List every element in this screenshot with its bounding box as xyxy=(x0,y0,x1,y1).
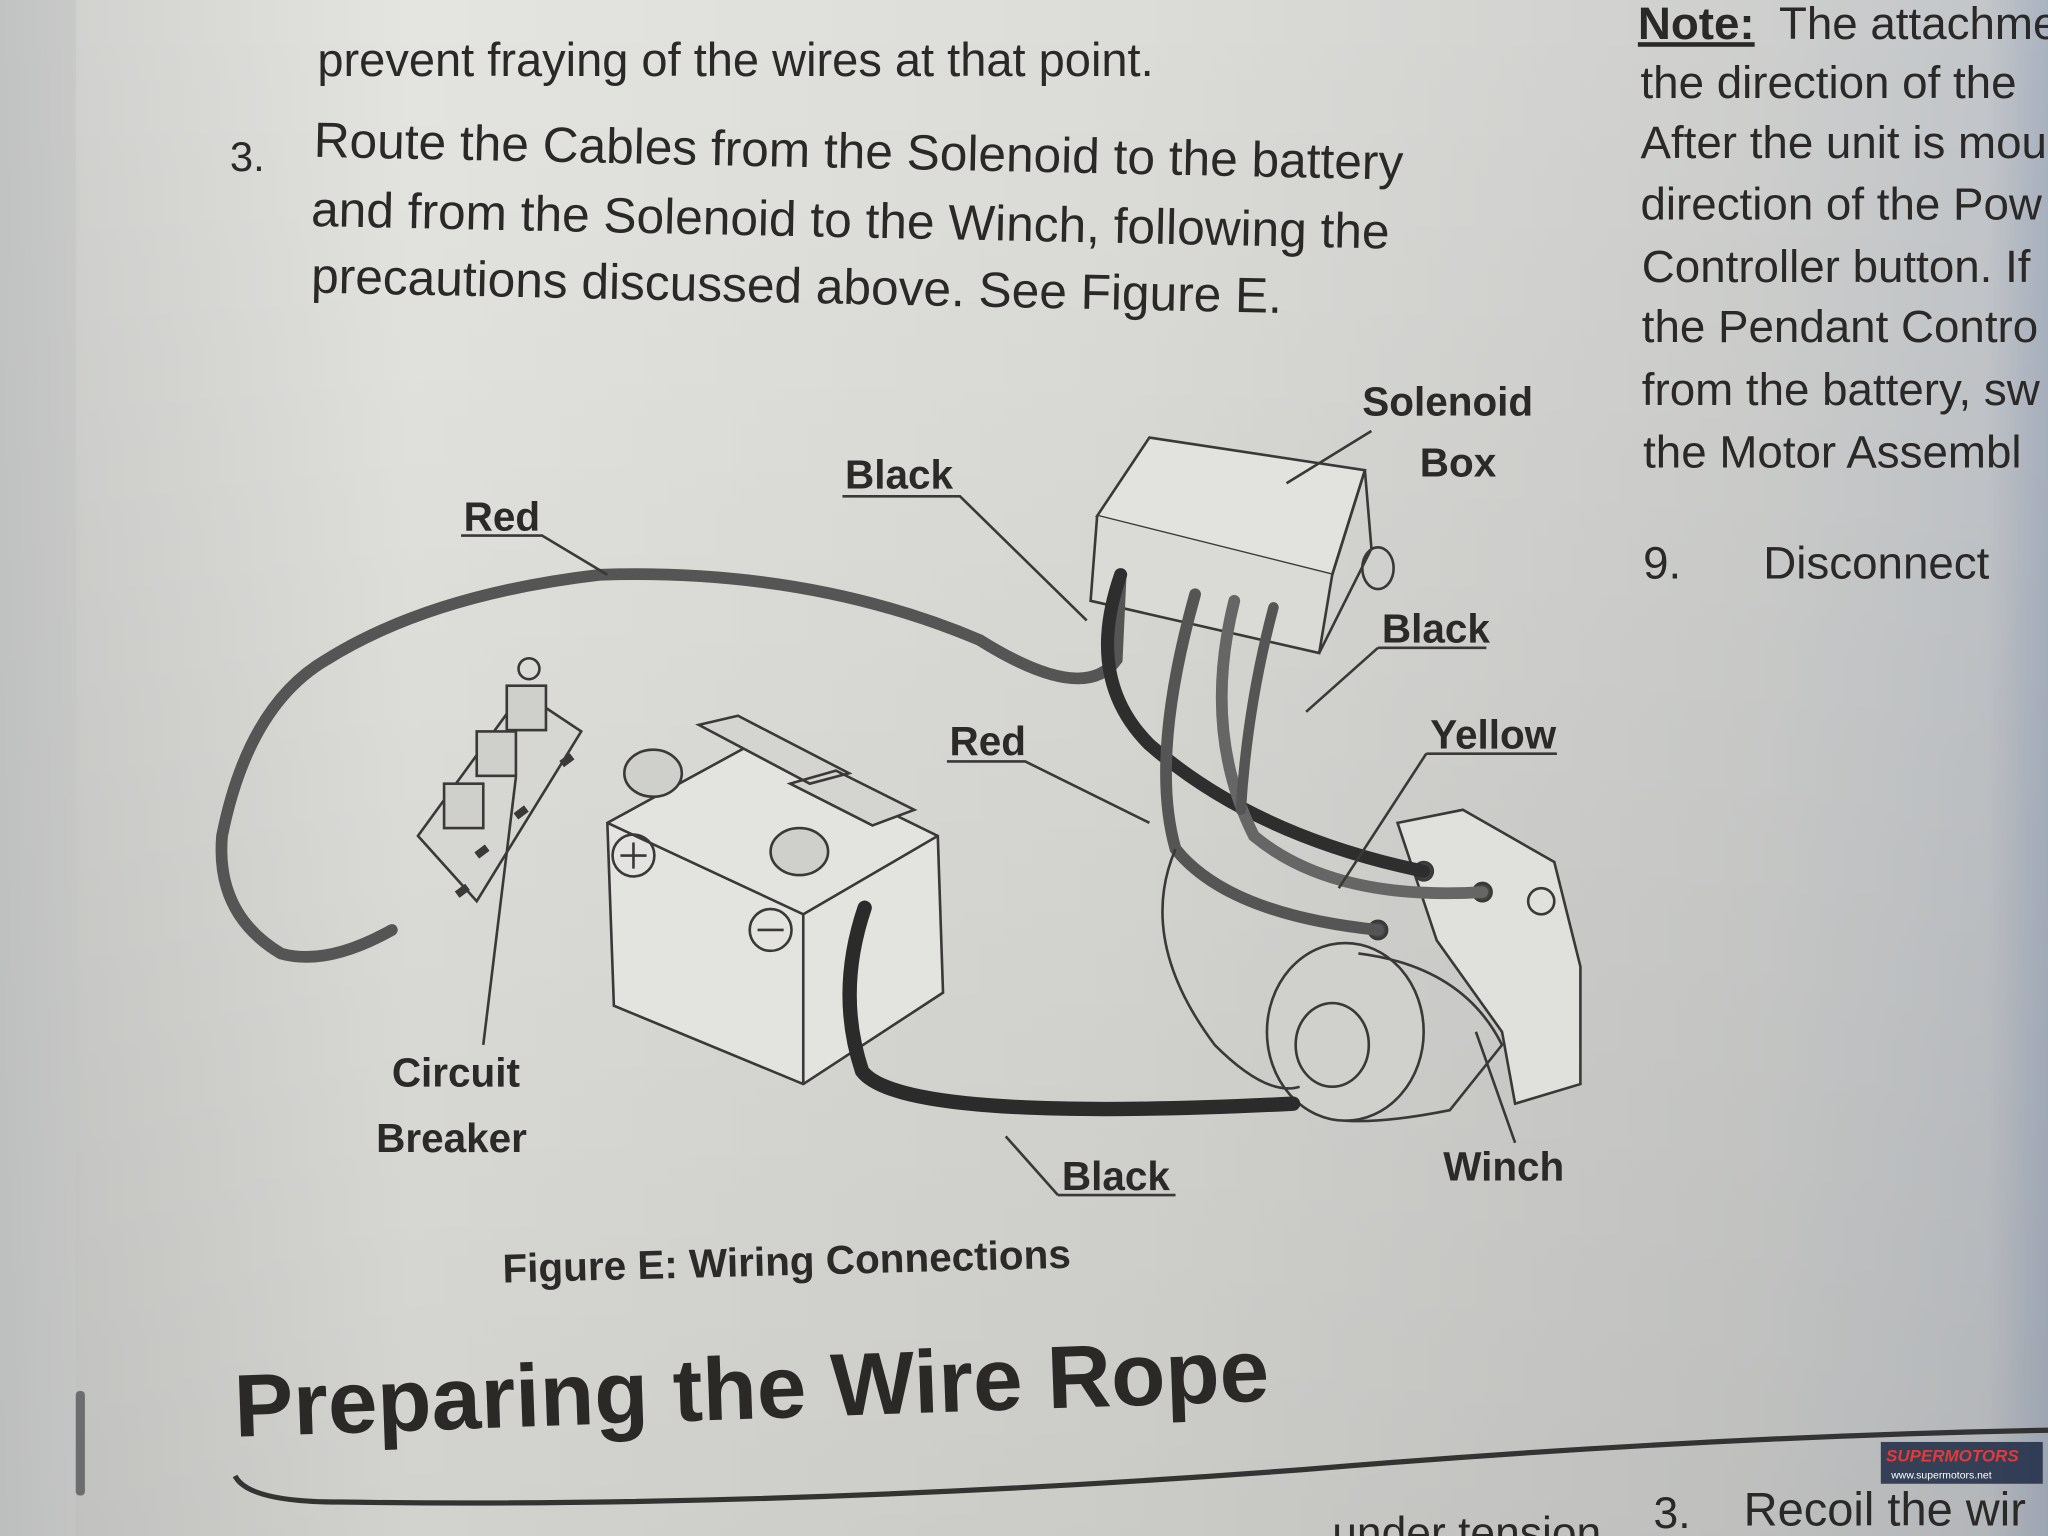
wiring-diagram xyxy=(215,429,1582,1197)
bottom-step-text: Recoil the wir xyxy=(1744,1483,2026,1536)
note-line: the direction of the xyxy=(1640,57,2016,108)
label-solenoid: Solenoid xyxy=(1362,378,1533,424)
watermark-brand: SUPERMOTORS xyxy=(1886,1447,2019,1466)
yellow-wire xyxy=(1215,594,1489,900)
circuit-breaker-illustration xyxy=(416,656,583,904)
note-line: direction of the Pow xyxy=(1640,178,2042,229)
red-wire-mid xyxy=(1160,588,1384,936)
note-line: from the battery, sw xyxy=(1642,364,2041,415)
winch-illustration xyxy=(1265,808,1582,1123)
binding-ring xyxy=(75,1391,85,1496)
battery-illustration xyxy=(606,714,945,1086)
bottom-step-number: 3. xyxy=(1654,1489,1691,1536)
thin-ground-wire xyxy=(1161,848,1300,1090)
label-circuit: Circuit xyxy=(392,1050,520,1096)
label-red-top: Red xyxy=(464,493,540,539)
note-line: the Pendant Contro xyxy=(1642,301,2038,352)
step-text: Disconnect xyxy=(1763,538,1989,589)
note-line: the Motor Assembl xyxy=(1643,427,2021,478)
step-number: 3. xyxy=(230,133,265,180)
previous-line: prevent fraying of the wires at that poi… xyxy=(317,33,1153,86)
watermark: SUPERMOTORS www.supermotors.net xyxy=(1880,1441,2043,1484)
label-black-right: Black xyxy=(1382,606,1490,652)
label-black-bottom: Black xyxy=(1062,1153,1170,1199)
bottom-left-fragment: under tension xyxy=(1332,1509,1601,1536)
leader-lines xyxy=(461,429,1557,1197)
note-line: After the unit is mou xyxy=(1640,117,2046,168)
label-yellow: Yellow xyxy=(1430,711,1556,757)
label-black-top: Black xyxy=(845,451,953,497)
label-red-mid: Red xyxy=(950,718,1026,764)
red-wire-top xyxy=(215,568,1127,963)
note-line: The attachme xyxy=(1779,0,2048,49)
figure-labels: Solenoid Box Black Red Black Yellow Red … xyxy=(376,378,1564,1291)
label-winch: Winch xyxy=(1443,1144,1564,1190)
step-number: 9. xyxy=(1643,538,1681,589)
note-line: Controller button. If xyxy=(1642,241,2031,292)
black-wire-right xyxy=(1235,602,1279,816)
note-label: Note: xyxy=(1638,0,1755,49)
label-box: Box xyxy=(1420,440,1497,486)
black-wire-bottom xyxy=(842,900,1301,1117)
watermark-url: www.supermotors.net xyxy=(1890,1471,1991,1482)
right-column: Note: The attachme the direction of the … xyxy=(1638,0,2048,589)
label-breaker: Breaker xyxy=(376,1115,527,1161)
heading-underline xyxy=(232,1427,2048,1506)
